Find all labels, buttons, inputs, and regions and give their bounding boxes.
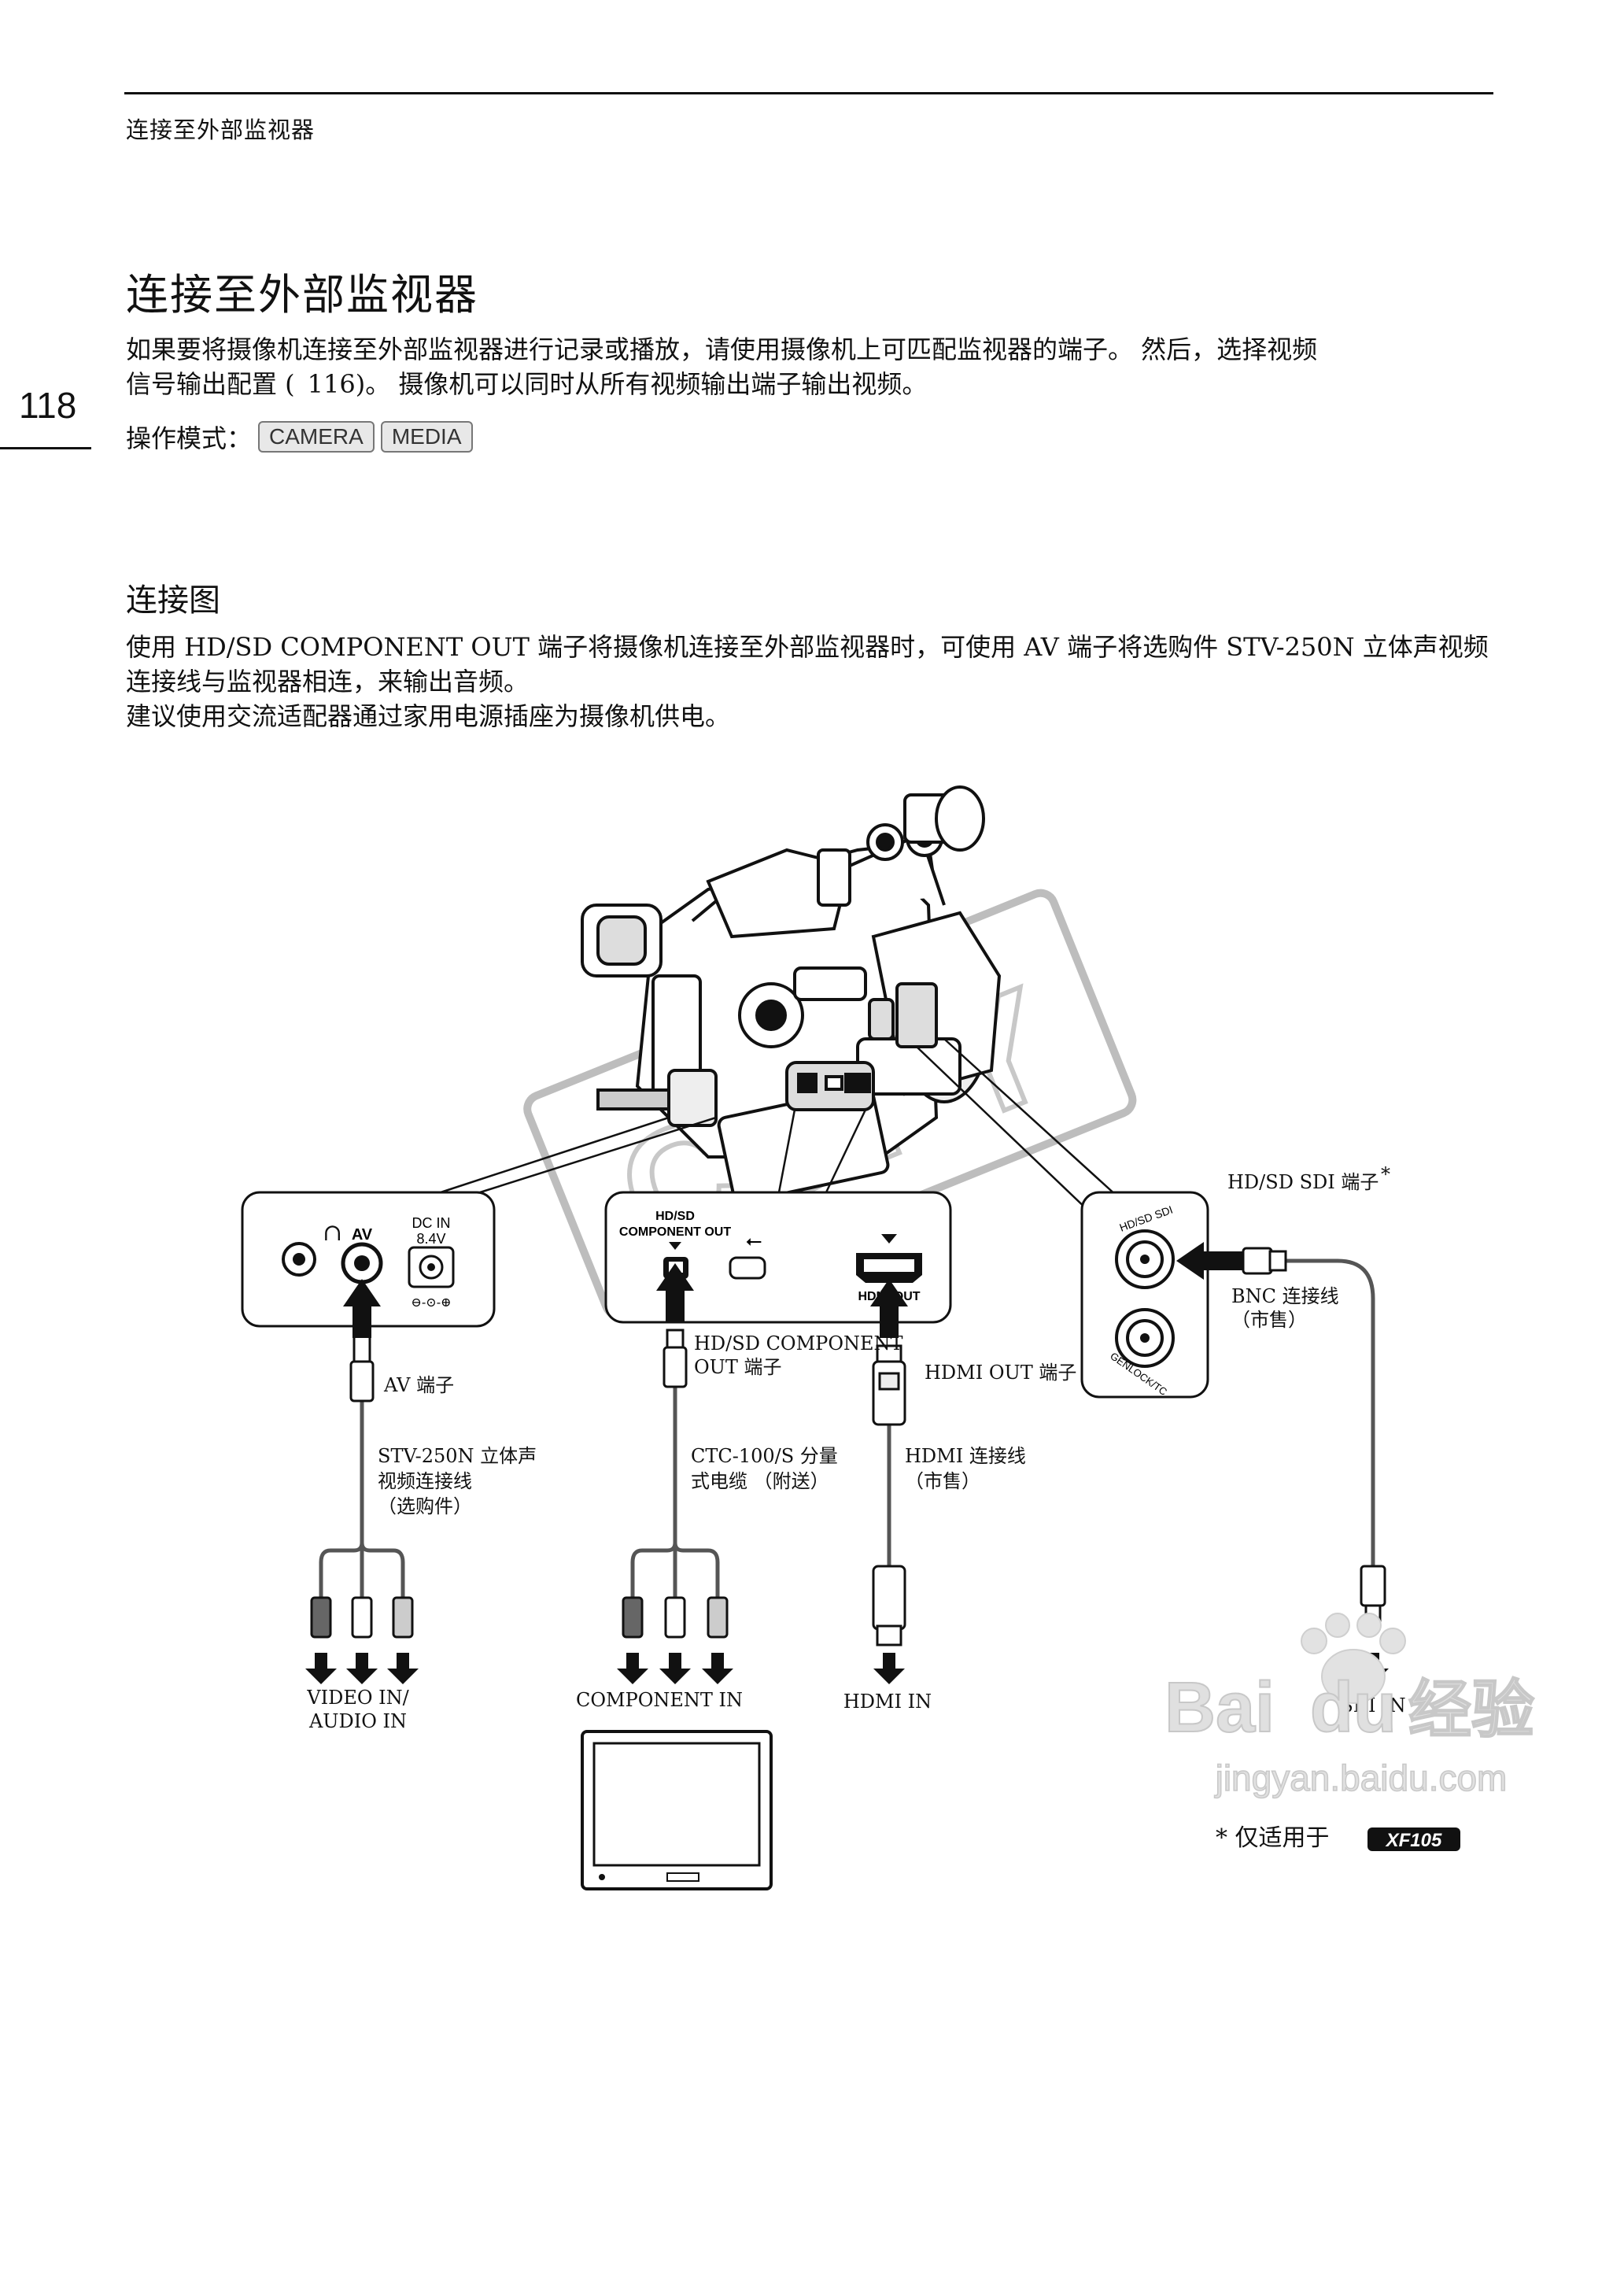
component-label-2: COMPONENT OUT	[619, 1225, 731, 1239]
stv-cable-label-1: STV-250N 立体声	[378, 1445, 537, 1467]
video-in-label-1: VIDEO IN/	[306, 1687, 409, 1709]
av-terminal-label: AV 端子	[383, 1374, 454, 1396]
bnc-cable-label-2: （市售）	[1231, 1309, 1307, 1331]
comp-terminal-label-1: HD/SD COMPONENT	[694, 1332, 903, 1354]
diagram-labels: HD/SD SDI 端子 * BNC 连接线 （市售） AV 端子 HD/SD …	[306, 1163, 1405, 1852]
model-badge-text: XF105	[1385, 1830, 1442, 1851]
page-title: 连接至外部监视器	[126, 270, 478, 320]
footnote-label: * 仅适用于	[1216, 1824, 1330, 1852]
operating-mode: 操作模式： CAMERA MEDIA	[126, 419, 473, 455]
polarity-icon: ⊖-⊙-⊕	[411, 1295, 451, 1310]
page-number: 118	[19, 385, 77, 426]
av-port-label: AV	[352, 1226, 373, 1244]
panel-sdi: HD/SD SDI GENLOCK/TC	[1080, 1191, 1209, 1399]
desc-line-1: 使用 HD/SD COMPONENT OUT 端子将摄像机连接至外部监视器时，可…	[126, 632, 1489, 662]
baidu-brand-text-3: 经验	[1408, 1673, 1534, 1746]
usb-icon: ⭠	[746, 1229, 762, 1253]
plugs	[310, 1247, 1386, 1646]
hdmi-cable-label-1: HDMI 连接线	[905, 1445, 1026, 1467]
camcorder-illustration	[581, 785, 1002, 1204]
stv-cable-label-3: （选购件）	[378, 1495, 472, 1517]
monitor-illustration	[581, 1730, 773, 1890]
video-in-label-2: AUDIO IN	[308, 1710, 407, 1732]
section-description: 使用 HD/SD COMPONENT OUT 端子将摄像机连接至外部监视器时，可…	[126, 630, 1495, 734]
hdmi-cable-label-2: （市售）	[905, 1470, 980, 1492]
hdmi-terminal-label: HDMI OUT 端子	[925, 1362, 1076, 1384]
header-rule	[124, 92, 1493, 94]
baidu-brand-text-2: du	[1310, 1669, 1397, 1747]
headphone-icon: ∩	[323, 1219, 342, 1247]
desc-line-2: 连接线与监视器相连，来输出音频。	[126, 667, 530, 697]
ctc-cable-label-2: 式电缆 （附送）	[691, 1470, 829, 1492]
dc-in-label: DC IN	[412, 1215, 451, 1231]
dc-volt-label: 8.4V	[416, 1231, 445, 1247]
model-badge: XF105	[1367, 1828, 1460, 1851]
intro-paragraph: 如果要将摄像机连接至外部监视器进行记录或播放，请使用摄像机上可匹配监视器的端子。…	[126, 332, 1495, 401]
desc-line-3: 建议使用交流适配器通过家用电源插座为摄像机供电。	[126, 701, 731, 731]
page-number-rule	[0, 447, 91, 449]
baidu-url-text: jingyan.baidu.com	[1214, 1757, 1508, 1798]
comp-terminal-label-2: OUT 端子	[694, 1356, 782, 1378]
component-in-label: COMPONENT IN	[576, 1689, 743, 1711]
baidu-watermark: Bai du 经验 jingyan.baidu.com	[1164, 1613, 1535, 1799]
section-title: 连接图	[126, 582, 220, 619]
connection-arrows	[305, 1242, 1389, 1684]
component-label-1: HD/SD	[655, 1210, 695, 1223]
intro-line-2: 信号输出配置 ( 116)。 摄像机可以同时从所有视频输出端子输出视频。	[126, 369, 928, 399]
intro-line-1: 如果要将摄像机连接至外部监视器进行记录或播放，请使用摄像机上可匹配监视器的端子。…	[126, 334, 1318, 364]
running-title: 连接至外部监视器	[126, 116, 316, 143]
cables	[319, 1258, 1375, 1598]
baidu-brand-text: Bai	[1164, 1669, 1275, 1747]
mode-badge-media: MEDIA	[380, 421, 473, 453]
bnc-cable-label-1: BNC 连接线	[1231, 1285, 1339, 1307]
sdi-terminal-label: HD/SD SDI 端子	[1227, 1171, 1379, 1193]
stv-cable-label-2: 视频连接线	[378, 1470, 472, 1492]
sdi-asterisk: *	[1381, 1163, 1390, 1185]
mode-badge-camera: CAMERA	[258, 421, 375, 453]
ctc-cable-label-1: CTC-100/S 分量	[691, 1445, 838, 1467]
mode-label: 操作模式：	[126, 423, 253, 453]
callout-lines	[440, 1038, 1118, 1213]
hdmi-in-label: HDMI IN	[843, 1691, 932, 1713]
